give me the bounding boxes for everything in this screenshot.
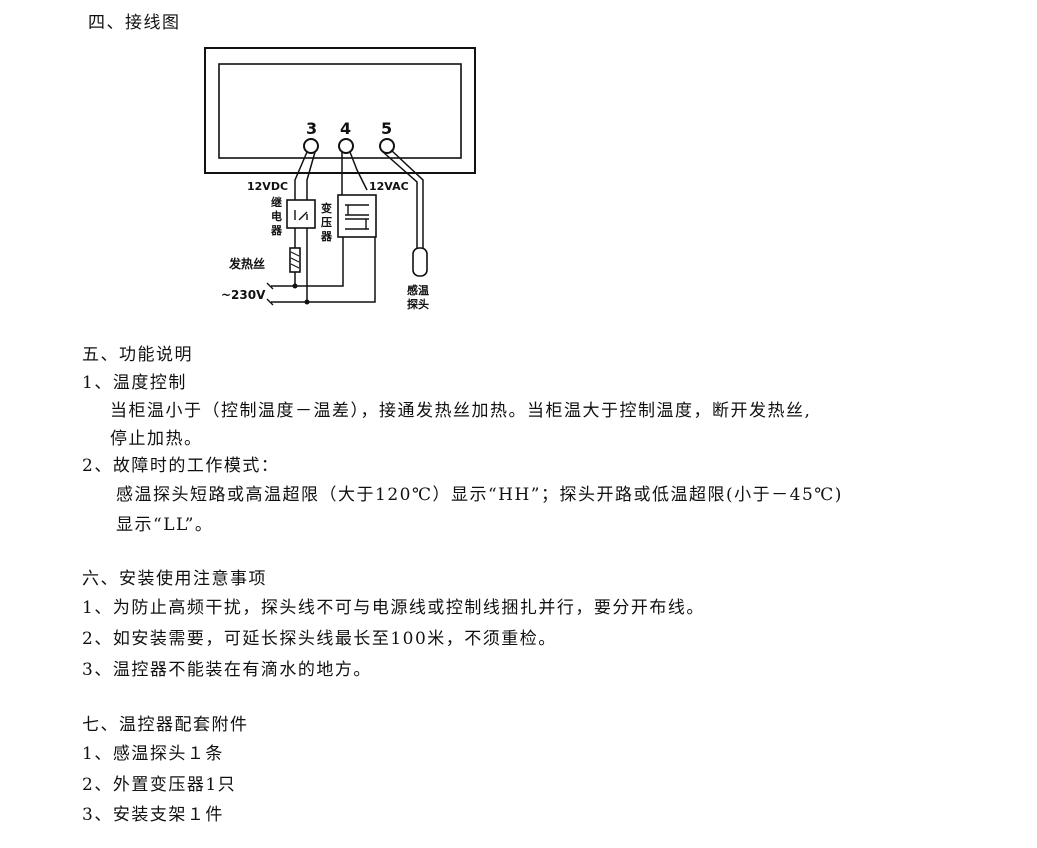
section-5-title: 五、功能说明	[82, 345, 193, 365]
section-5-item-1-title: 1、温度控制	[82, 373, 187, 393]
section-7-title: 七、温控器配套附件	[82, 715, 249, 735]
section-5-item-2-line-1: 感温探头短路或高温超限（大于120℃）显示“HH”；探头开路或低温超限(小于－4…	[116, 485, 843, 505]
relay-label-2: 电	[271, 209, 282, 223]
relay-box	[286, 199, 316, 229]
label-12vac: 12VAC	[369, 180, 409, 193]
transformer-label-1: 变	[321, 201, 332, 215]
power-terminal-marks	[266, 282, 274, 306]
relay-label-3: 器	[270, 224, 283, 237]
section-5-item-1-line-2: 停止加热。	[110, 429, 203, 449]
relay-label-1: 继	[271, 195, 282, 209]
transformer-coil	[345, 204, 369, 230]
section-6-title: 六、安装使用注意事项	[82, 569, 267, 589]
transformer-label-2: 压	[321, 215, 332, 229]
section-7-item-1: 1、感温探头１条	[82, 744, 224, 764]
probe-cable	[382, 149, 424, 248]
heater-label: 发热丝	[228, 256, 265, 271]
section-6-item-2: 2、如安装需要，可延长探头线最长至100米，不须重检。	[82, 629, 557, 649]
section-5-item-1-line-1: 当柜温小于（控制温度－温差），接通发热丝加热。当柜温大于控制温度，断开发热丝,	[110, 401, 812, 421]
section-7-item-3: 3、安装支架１件	[82, 805, 224, 825]
terminal-5-label: 5	[381, 119, 392, 138]
power-label: ~230V	[221, 288, 266, 302]
wire-t3-relay	[294, 151, 316, 200]
wiring-diagram: 3 4 5 12VDC 12VAC 继 电 器 变 压 器 感温 探头 发热丝 …	[204, 47, 476, 311]
section-4-title: 四、接线图	[88, 13, 181, 33]
controller-housing-inner	[218, 63, 462, 159]
section-7-item-2: 2、外置变压器1只	[82, 775, 237, 795]
terminal-4-label: 4	[340, 119, 351, 138]
section-6-item-1: 1、为防止高频干扰，探头线不可与电源线或控制线捆扎并行，要分开布线。	[82, 598, 705, 618]
transformer-label-3: 器	[320, 230, 333, 243]
section-5-item-2-title: 2、故障时的工作模式：	[82, 456, 280, 476]
terminal-4	[338, 138, 354, 154]
wire-t4-transformer	[341, 151, 368, 195]
section-6-item-3: 3、温控器不能装在有滴水的地方。	[82, 660, 372, 680]
transformer-box	[337, 194, 377, 238]
terminal-3	[303, 138, 319, 154]
controller-housing-outer	[204, 47, 476, 174]
junction-1	[292, 283, 298, 289]
terminal-5	[379, 138, 395, 154]
junction-2	[304, 299, 310, 305]
relay-switch	[294, 210, 308, 221]
heater-hatch	[290, 251, 300, 269]
probe-label-2: 探头	[407, 297, 429, 311]
section-5-item-2-line-2: 显示“LL”。	[116, 515, 214, 535]
probe-label-1: 感温	[407, 283, 429, 297]
label-12vdc: 12VDC	[247, 180, 288, 193]
probe-body	[412, 247, 428, 277]
terminal-3-label: 3	[306, 119, 317, 138]
